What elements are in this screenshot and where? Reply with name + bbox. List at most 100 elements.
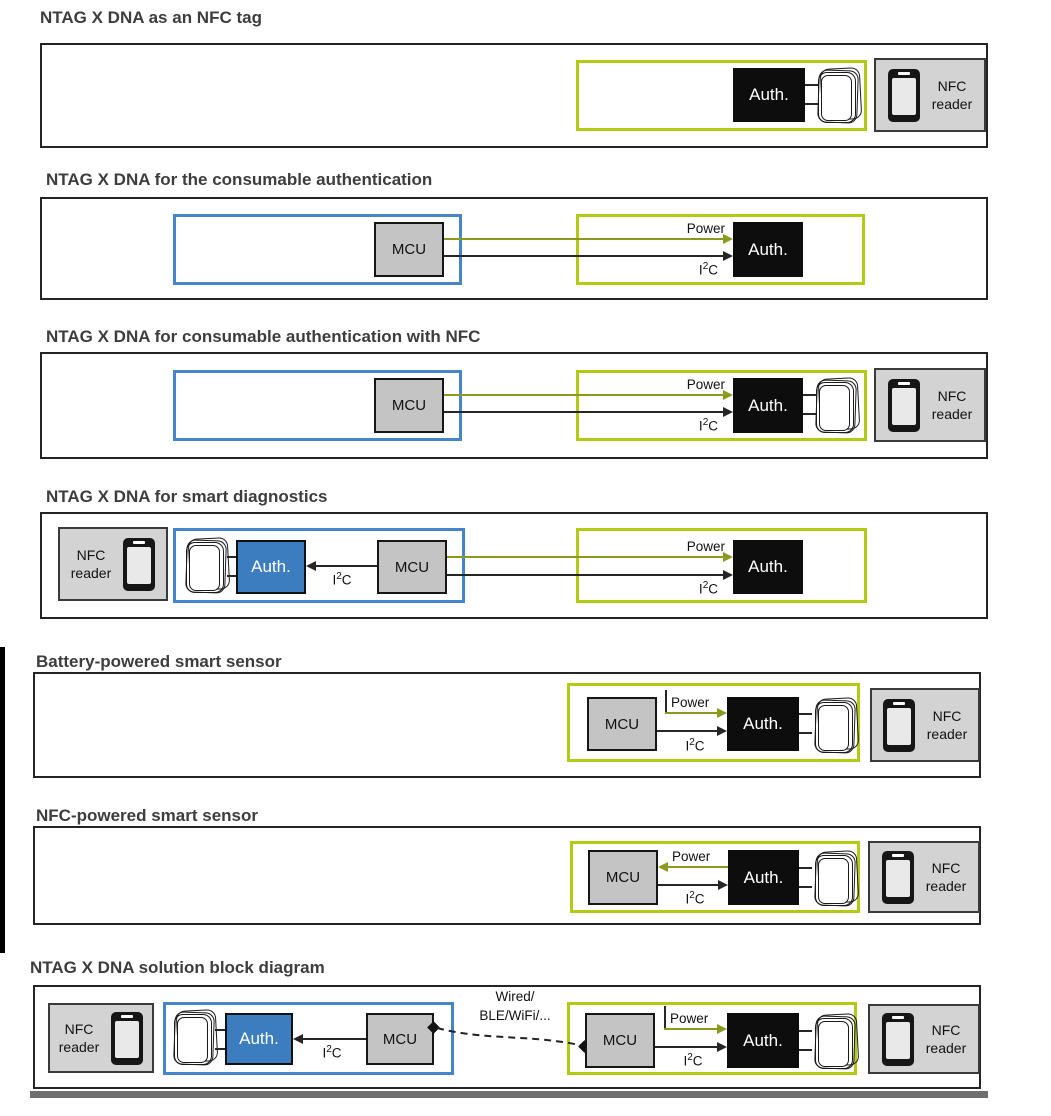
auth-block: Auth. [728, 850, 799, 905]
phone-icon [123, 537, 156, 591]
tag-outline-green [567, 683, 860, 762]
antenna-coil-icon [183, 536, 231, 595]
connector-line [799, 867, 812, 869]
i2c-label: I2C [332, 571, 352, 588]
tag-outline-green [576, 214, 865, 285]
auth-block: Auth. [733, 378, 803, 433]
auth-label: Auth. [748, 239, 788, 259]
host-outline-blue [173, 370, 462, 441]
mcu-label: MCU [602, 1032, 638, 1049]
phone-icon [882, 698, 915, 752]
arrowhead-icon [723, 234, 733, 244]
power-line [447, 556, 725, 558]
antenna-coil-icon [813, 376, 861, 435]
host-outline-blue [173, 528, 465, 603]
auth-block-blue: Auth. [225, 1013, 293, 1065]
antenna-coil-icon [812, 1012, 860, 1071]
arrowhead-icon [306, 561, 316, 571]
antenna-coil-icon [812, 849, 860, 908]
section-title: Battery-powered smart sensor [36, 652, 282, 671]
section-title: NTAG X DNA as an NFC tag [40, 8, 262, 27]
auth-block: Auth. [733, 540, 803, 594]
auth-label: Auth. [749, 85, 789, 104]
connector-line [799, 732, 812, 734]
mcu-label: MCU [394, 558, 430, 576]
phone-icon [887, 378, 920, 432]
link-label: Wired/ BLE/WiFi/... [479, 989, 551, 1023]
section-title: NTAG X DNA for consumable authentication… [46, 327, 481, 346]
i2c-line [447, 574, 725, 576]
mcu-label: MCU [604, 715, 640, 733]
power-label: Power [686, 377, 725, 392]
section-title: NTAG X DNA for the consumable authentica… [46, 170, 433, 189]
antenna-coil-icon [815, 66, 863, 125]
arrowhead-icon [723, 390, 733, 400]
i2c-line [658, 884, 718, 886]
i2c-line [301, 1038, 366, 1040]
mcu-block: MCU [588, 850, 658, 905]
power-line [444, 394, 725, 396]
section-title: NTAG X DNA for smart diagnostics [46, 487, 328, 506]
connector-line [803, 394, 817, 396]
i2c-line [444, 411, 725, 413]
connector-line [215, 1029, 225, 1031]
tag-outline-green [576, 60, 867, 131]
connector-line [803, 413, 817, 415]
arrowhead-icon [717, 1042, 727, 1052]
auth-block: Auth. [727, 697, 799, 751]
tag-outline-green [570, 841, 860, 913]
section-title: NFC-powered smart sensor [36, 806, 258, 825]
auth-label: Auth. [748, 395, 788, 415]
auth-label: Auth. [239, 1029, 279, 1048]
mcu-block: MCU [585, 1013, 655, 1068]
i2c-label: I2C [698, 417, 718, 434]
power-elbow-line [664, 1006, 666, 1030]
phone-icon [111, 1011, 144, 1065]
auth-label: Auth. [748, 557, 788, 576]
i2c-label: I2C [698, 261, 718, 278]
i2c-label: I2C [685, 890, 705, 907]
connector-line [799, 1030, 812, 1032]
mcu-label: MCU [605, 869, 641, 886]
i2c-line [655, 1046, 717, 1048]
auth-block-blue: Auth. [236, 540, 306, 594]
host-outline-blue [163, 1002, 454, 1075]
power-line [665, 712, 717, 714]
arrowhead-icon [293, 1034, 303, 1044]
auth-block: Auth. [727, 1013, 799, 1068]
mcu-block: MCU [377, 540, 447, 594]
phone-icon [881, 850, 914, 904]
connector-line [227, 556, 237, 558]
mcu-block: MCU [374, 222, 444, 277]
mcu-label: MCU [382, 1030, 418, 1048]
arrowhead-icon [723, 407, 733, 417]
auth-label: Auth. [251, 557, 291, 576]
phone-icon [887, 68, 920, 122]
arrowhead-icon [717, 726, 727, 736]
wireless-link-dashed [436, 1027, 585, 1047]
i2c-label: I2C [322, 1044, 342, 1061]
power-label: Power [671, 695, 710, 710]
page-bottom-shadow [30, 1091, 988, 1098]
i2c-label: I2C [698, 580, 718, 597]
mcu-block: MCU [374, 378, 444, 433]
connector-line [227, 575, 237, 577]
power-label: Power [686, 221, 725, 236]
antenna-coil-icon [812, 696, 860, 755]
power-label: Power [686, 539, 725, 554]
phone-icon [881, 1012, 914, 1066]
power-line [444, 238, 725, 240]
tag-outline-green [567, 1002, 857, 1075]
connector-line [799, 713, 812, 715]
tag-outline-green [576, 528, 867, 603]
